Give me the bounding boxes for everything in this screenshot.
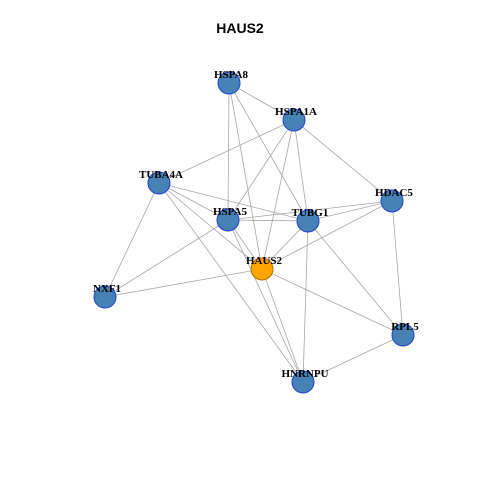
node-tubg1[interactable] [296,209,320,233]
edge-hspa1a-haus2 [261,119,295,270]
node-label-hspa1a: HSPA1A [275,106,317,118]
node-label-nxf1: NXF1 [93,283,121,295]
node-label-hspa5: HSPA5 [213,206,248,218]
edge-tuba4a-haus2 [158,182,263,270]
graph-title: HAUS2 [216,20,264,36]
edge-haus2-rpl5 [261,268,404,336]
node-haus2[interactable] [250,257,274,281]
edge-hspa1a-tuba4a [158,119,295,184]
node-tuba4a[interactable] [147,171,171,195]
edge-haus2-nxf1 [104,268,263,298]
edge-hspa5-tubg1 [227,219,309,222]
node-nxf1[interactable] [93,285,117,309]
node-label-tuba4a: TUBA4A [139,169,183,181]
edge-tuba4a-hspa5 [158,182,229,221]
edge-tubg1-hnrnpu [302,220,309,383]
node-label-haus2: HAUS2 [246,255,283,267]
edge-hspa5-hnrnpu [227,219,304,383]
node-layer [93,71,415,394]
edge-hspa8-tubg1 [228,82,309,222]
edge-layer [104,82,404,383]
node-hdac5[interactable] [380,189,404,213]
edge-hspa1a-hdac5 [293,119,393,202]
edge-rpl5-hnrnpu [302,334,404,383]
edge-hdac5-haus2 [261,200,393,270]
node-hspa5[interactable] [216,208,240,232]
node-hspa1a[interactable] [282,108,306,132]
edge-hspa8-haus2 [228,82,263,270]
edge-hdac5-rpl5 [391,200,404,336]
node-label-hnrnpu: HNRNPU [281,368,328,380]
edge-hspa8-hspa1a [228,82,295,121]
node-label-hspa8: HSPA8 [214,69,249,81]
node-hnrnpu[interactable] [291,370,315,394]
edge-tubg1-hdac5 [307,200,393,222]
edge-tubg1-rpl5 [307,220,404,336]
node-label-hdac5: HDAC5 [375,187,413,199]
edge-tuba4a-hnrnpu [158,182,304,383]
node-label-tubg1: TUBG1 [292,207,329,219]
node-label-rpl5: RPL5 [391,321,419,333]
edge-tuba4a-tubg1 [158,182,309,222]
edge-tuba4a-nxf1 [104,182,160,298]
edge-hspa8-hspa5 [227,82,230,221]
node-hspa8[interactable] [217,71,241,95]
edge-hspa1a-tubg1 [293,119,309,222]
node-rpl5[interactable] [391,323,415,347]
edge-haus2-hnrnpu [261,268,304,383]
edge-hspa5-nxf1 [104,219,229,298]
